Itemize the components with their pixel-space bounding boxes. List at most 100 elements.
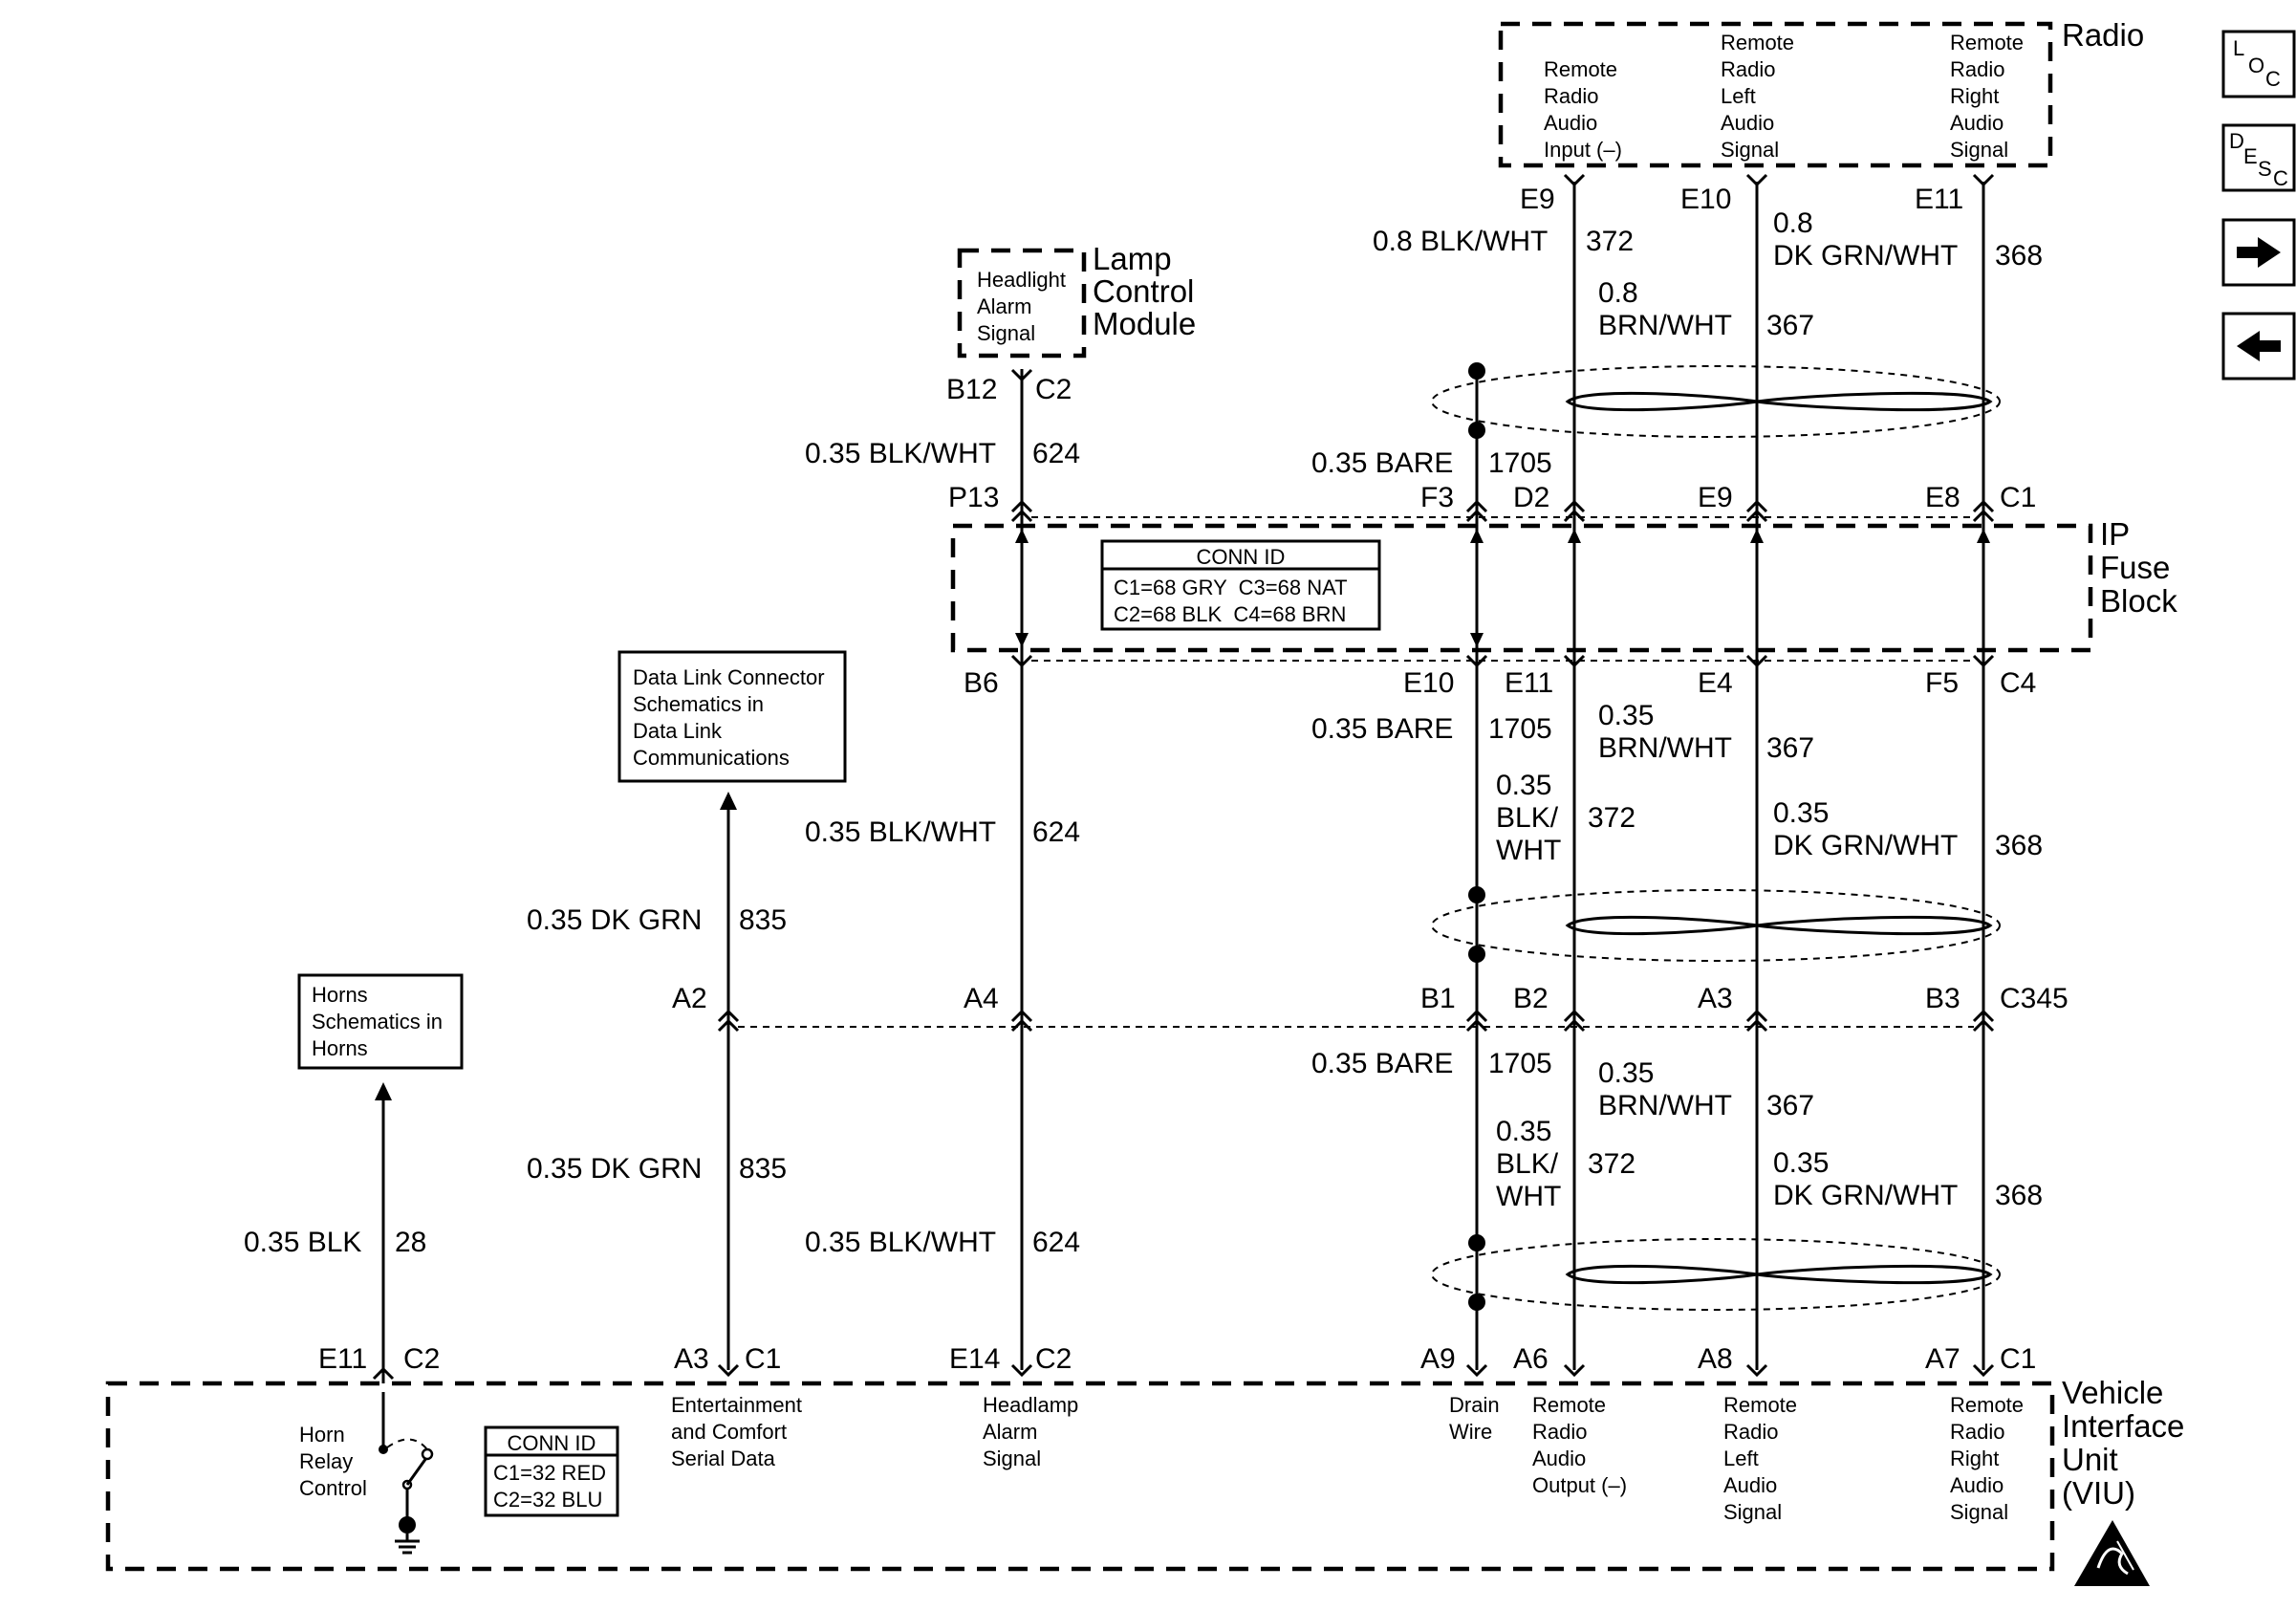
- wire-label: WHT: [1496, 1181, 1561, 1212]
- fuse-block-outline: [950, 523, 2093, 653]
- wire-label: BLK/: [1496, 1148, 1559, 1180]
- viu-pin-e14: E14: [949, 1343, 1000, 1375]
- fuse-pin-f5: F5: [1925, 667, 1959, 699]
- radio-pin-e10: E10: [1680, 184, 1731, 215]
- circuit-number: 368: [1995, 1180, 2043, 1211]
- viu-conn-id: CONN ID C1=32 RED C2=32 BLU: [484, 1425, 619, 1517]
- desc-letter: S: [2258, 157, 2272, 181]
- fuse-block-title: IP Fuse Block: [2100, 516, 2179, 619]
- c345-connector: A2 A4 B1 B2 A3 B3 C345: [672, 983, 2069, 1014]
- wire-label: 0.35 BLK/WHT: [805, 438, 996, 469]
- connector-fork-icons: [372, 173, 1995, 1381]
- circuit-number: 1705: [1488, 1048, 1552, 1079]
- viu-pin-a6: A6: [1513, 1343, 1549, 1375]
- viu-pin-e11: E11: [318, 1343, 367, 1375]
- viu-conn-id-row: C1=32 RED: [493, 1461, 606, 1485]
- arrow-right-icon: [2237, 237, 2281, 268]
- viu-outline: [105, 1381, 2055, 1572]
- fuse-pin-e4: E4: [1698, 667, 1733, 699]
- circuit-number: 368: [1995, 240, 2043, 272]
- conn-id-row: C1=68 GRY C3=68 NAT: [1114, 576, 1348, 599]
- viu-component: Vehicle Interface Unit (VIU) CONN ID C1=…: [105, 1343, 2184, 1586]
- lamp-module-terminal: Headlight Alarm Signal: [977, 268, 1072, 345]
- circuit-number: 372: [1586, 226, 1634, 257]
- viu-pin-a7-connector: C1: [2000, 1343, 2036, 1375]
- desc-letter: C: [2273, 166, 2288, 190]
- viu-terminal-left-audio: Remote Radio Left Audio Signal: [1723, 1393, 1803, 1524]
- wire-label: 0.35 DK GRN: [527, 1153, 702, 1185]
- c345-pin-b1: B1: [1420, 983, 1456, 1014]
- loc-button[interactable]: L O C: [2221, 30, 2296, 98]
- twisted-pair-shield-top: [1431, 362, 2001, 439]
- wire-label: WHT: [1496, 835, 1561, 866]
- radio-terminal-left: Remote Radio Left Audio Signal: [1721, 31, 1800, 162]
- wire-label: BRN/WHT: [1598, 732, 1732, 764]
- data-link-ref-box[interactable]: [617, 650, 847, 783]
- fuse-pin-f3: F3: [1420, 482, 1454, 513]
- viu-pin-a3-connector: C1: [745, 1343, 781, 1375]
- fuse-pin-e9: E9: [1698, 482, 1733, 513]
- desc-button[interactable]: D E S C: [2221, 123, 2296, 192]
- wire-label: 0.35: [1773, 797, 1829, 829]
- viu-pin-a3: A3: [674, 1343, 709, 1375]
- fuse-pin-p13: P13: [948, 482, 999, 513]
- viu-pin-e14-connector: C2: [1035, 1343, 1072, 1375]
- viu-conn-id-row: C2=32 BLU: [493, 1488, 602, 1512]
- wire-label: 0.35 BARE: [1311, 713, 1453, 745]
- wire-label: 0.35 DK GRN: [527, 904, 702, 936]
- wire-label: 0.8: [1598, 277, 1638, 309]
- viu-terminal-audio-output: Remote Radio Audio Output (–): [1532, 1393, 1627, 1497]
- horns-ref-box[interactable]: [297, 973, 464, 1070]
- twisted-pair-shield-middle: [1431, 886, 2001, 963]
- viu-pin-a8: A8: [1698, 1343, 1733, 1375]
- data-link-reference[interactable]: Data Link Connector Schematics in Data L…: [617, 650, 847, 783]
- twisted-pair-shield-bottom: [1431, 1234, 2001, 1311]
- conn-id-box: [1100, 539, 1381, 631]
- wire-label: 0.35 BARE: [1311, 447, 1453, 479]
- fuse-pin-d2: D2: [1513, 482, 1549, 513]
- wire-labels-bottom: 0.35 BARE 1705 0.35 BRN/WHT 367 0.35 BLK…: [244, 1048, 2043, 1258]
- circuit-number: 367: [1766, 732, 1814, 764]
- circuit-number: 372: [1588, 1148, 1635, 1180]
- loc-letter: O: [2248, 54, 2264, 77]
- wire-label: BRN/WHT: [1598, 310, 1732, 341]
- viu-conn-id-box: [484, 1425, 619, 1517]
- lamp-module-outline: [957, 248, 1087, 359]
- wire-label: 0.35: [1773, 1147, 1829, 1179]
- wire-label: 0.35: [1598, 1057, 1654, 1089]
- circuit-number: 367: [1766, 310, 1814, 341]
- wire-label: 0.35: [1496, 1116, 1551, 1147]
- horns-reference[interactable]: Horns Schematics in Horns: [297, 973, 464, 1070]
- next-button[interactable]: [2221, 218, 2296, 287]
- wire-label: BRN/WHT: [1598, 1090, 1732, 1121]
- fuse-top-connector: C1: [2000, 482, 2036, 513]
- fuse-block-conn-id: CONN ID C1=68 GRY C3=68 NAT C2=68 BLK C4…: [1100, 539, 1381, 631]
- radio-pin-e9: E9: [1520, 184, 1555, 215]
- prev-button[interactable]: [2221, 312, 2296, 381]
- radio-outline: [1498, 21, 2053, 168]
- circuit-number: 372: [1588, 802, 1635, 834]
- lamp-control-module: Lamp Control Module Headlight Alarm Sign…: [946, 241, 1196, 405]
- lamp-module-pin: B12: [946, 374, 997, 405]
- desc-letter: D: [2229, 129, 2244, 153]
- c345-pin-b2: B2: [1513, 983, 1549, 1014]
- radio-pin-e11: E11: [1915, 184, 1963, 215]
- wire-label: DK GRN/WHT: [1773, 830, 1958, 861]
- wire-label: 0.35: [1598, 700, 1654, 731]
- horns-ref-text: Horns Schematics in Horns: [312, 983, 448, 1060]
- viu-terminal-horn-relay: Horn Relay Control: [299, 1423, 367, 1500]
- viu-pin-e11-connector: C2: [403, 1343, 440, 1375]
- circuit-number: 835: [739, 904, 787, 936]
- fuse-bottom-connector: C4: [2000, 667, 2036, 699]
- circuit-number: 367: [1766, 1090, 1814, 1121]
- circuit-number: 624: [1032, 1227, 1080, 1258]
- circuit-number: 624: [1032, 438, 1080, 469]
- fuse-block-jumpers: [1015, 529, 1990, 647]
- viu-terminal-right-audio: Remote Radio Right Audio Signal: [1950, 1393, 2029, 1524]
- circuit-number: 1705: [1488, 713, 1552, 745]
- wire-label: 0.35: [1496, 770, 1551, 801]
- circuit-number: 624: [1032, 816, 1080, 848]
- circuit-number: 835: [739, 1153, 787, 1185]
- wire-label: 0.35 BLK/WHT: [805, 1227, 996, 1258]
